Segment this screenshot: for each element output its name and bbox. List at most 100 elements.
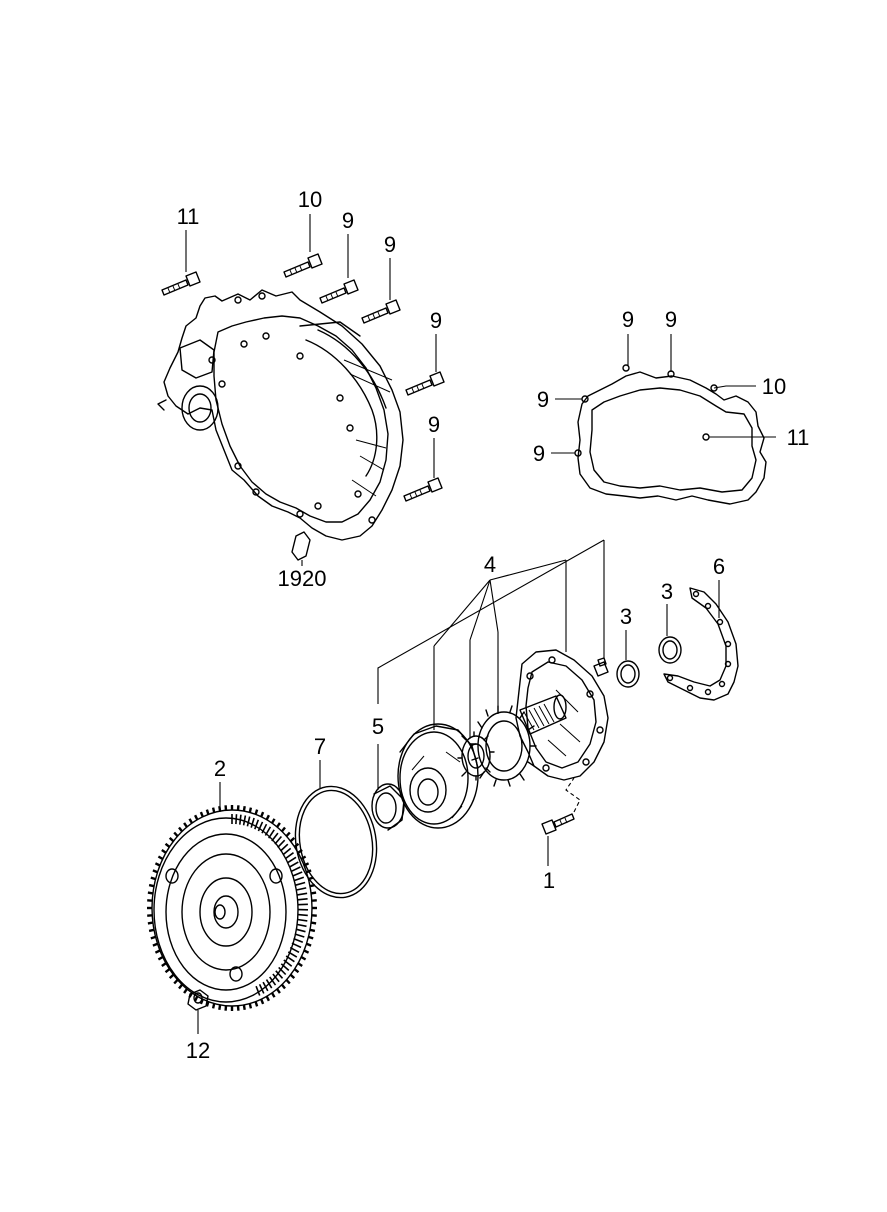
ring-gear-band-tooth (235, 814, 238, 825)
ring-gear-tooth (265, 995, 270, 1002)
ring-gear-tooth (164, 842, 171, 848)
ring-gear-band-tooth (297, 918, 308, 922)
ring-gear-tooth (276, 822, 281, 828)
ring-gear-tooth (199, 998, 204, 1005)
ring-gear-tooth (168, 837, 175, 843)
ring-gear-band-tooth (257, 821, 264, 832)
ring-gear-tooth (303, 949, 310, 954)
pump-gasket (663, 587, 739, 701)
ring-gear-tooth (157, 955, 164, 961)
ring-gear-tooth (293, 968, 300, 974)
ring-gear-tooth (300, 855, 307, 861)
ring-gear-band-tooth (272, 973, 280, 983)
leader-lines (185, 214, 776, 1034)
callout-10-outline: 10 (762, 374, 786, 399)
ring-gear-band-tooth (295, 881, 306, 886)
ring-gear-tooth (285, 978, 291, 985)
pump-inner-gear (457, 731, 495, 781)
ring-gear-band-tooth (291, 942, 302, 949)
callout-9-case-a: 9 (342, 208, 354, 233)
callouts: 11 10 9 9 9 9 1920 9 9 9 9 10 11 4 5 3 3… (177, 187, 810, 1063)
case-bolt-9c (405, 371, 445, 396)
ring-gear-band-tooth (292, 871, 303, 877)
callout-3-left: 3 (661, 579, 673, 604)
ring-gear-tooth (276, 988, 281, 994)
callout-9-outline-a: 9 (622, 307, 634, 332)
ring-gear-tooth (310, 921, 317, 925)
callout-11-outline: 11 (787, 425, 810, 450)
ring-gear-tooth (260, 811, 265, 818)
ring-gear-tooth (297, 962, 303, 967)
ring-gear-tooth (154, 949, 161, 954)
ring-gear-tooth (148, 883, 155, 888)
ring-gear-band-tooth (296, 887, 307, 891)
ring-gear-tooth (303, 862, 310, 867)
ring-gear-tooth (154, 862, 161, 867)
ring-gear-tooth (173, 831, 179, 838)
ring-gear-tooth (270, 818, 276, 824)
ring-gear-tooth (161, 849, 167, 854)
o-ring (294, 785, 378, 899)
ring-gear-band-tooth (261, 823, 268, 834)
ring-gear-tooth (183, 988, 188, 994)
ring-gear-band-tooth (278, 966, 287, 976)
ring-gear-tooth (211, 1003, 216, 1009)
oil-seal (371, 783, 405, 831)
ring-gear-tooth (205, 1001, 210, 1007)
callout-7: 7 (314, 734, 326, 759)
ring-gear-band-tooth (297, 892, 308, 896)
callout-1: 1 (543, 868, 555, 893)
ring-gear-band-tooth (271, 832, 279, 842)
callout-9-outline-b: 9 (665, 307, 677, 332)
callout-10-case: 10 (298, 187, 322, 212)
ring-gear-tooth (270, 992, 276, 998)
snap-ring-left (658, 636, 682, 664)
ring-gear-tooth (147, 891, 154, 895)
ring-gear-tooth (310, 891, 317, 895)
ring-gear-tooth (306, 869, 312, 874)
callout-4: 4 (484, 552, 496, 577)
transaxle-case (157, 289, 404, 561)
ring-gear-band-tooth (264, 826, 272, 836)
ring-gear-band-tooth (250, 817, 255, 828)
ring-gear-tooth (265, 814, 270, 821)
callout-11-case: 11 (177, 204, 200, 229)
oil-pump-cover (515, 649, 609, 781)
ring-gear-tooth (218, 1004, 222, 1010)
ring-gear-band-tooth (287, 951, 298, 958)
ring-gear-band-tooth (291, 866, 301, 873)
pump-body (397, 723, 479, 829)
ring-gear-band-tooth (274, 835, 283, 845)
ring-gear-band-tooth (287, 856, 297, 864)
ring-gear-band-tooth (294, 876, 305, 882)
ring-gear-tooth (150, 876, 156, 881)
ring-gear-tooth (161, 962, 167, 967)
case-bolt-10 (283, 253, 323, 278)
ring-gear-tooth (297, 849, 303, 854)
callout-2: 2 (214, 756, 226, 781)
ring-gear-band-tooth (289, 861, 299, 868)
ring-gear-tooth (173, 978, 179, 985)
ring-gear-tooth (280, 826, 286, 833)
ring-gear-tooth (178, 983, 184, 990)
callout-9-outline-d: 9 (533, 441, 545, 466)
callout-3-right: 3 (620, 604, 632, 629)
ring-gear-teeth (147, 805, 317, 1011)
pump-bolt (541, 777, 581, 835)
ring-gear-tooth (194, 814, 199, 821)
ring-gear-band-tooth (275, 970, 284, 979)
ring-gear-tooth (148, 928, 155, 933)
ring-gear-tooth (147, 921, 154, 925)
ring-gear-tooth (308, 876, 314, 881)
ring-gear-band-tooth (285, 955, 295, 963)
ring-gear-tooth (150, 935, 156, 940)
ring-gear-tooth (309, 928, 316, 933)
ring-gear-band-tooth (258, 983, 265, 994)
ring-gear-tooth (205, 809, 210, 815)
ring-gear-band-tooth (289, 946, 300, 954)
ring-gear-band-tooth (254, 819, 260, 830)
ring-gear-band-tooth (294, 933, 305, 938)
ring-gear-tooth (178, 826, 184, 833)
ring-gear-band-tooth (279, 843, 289, 852)
ring-gear-tooth (199, 811, 204, 818)
